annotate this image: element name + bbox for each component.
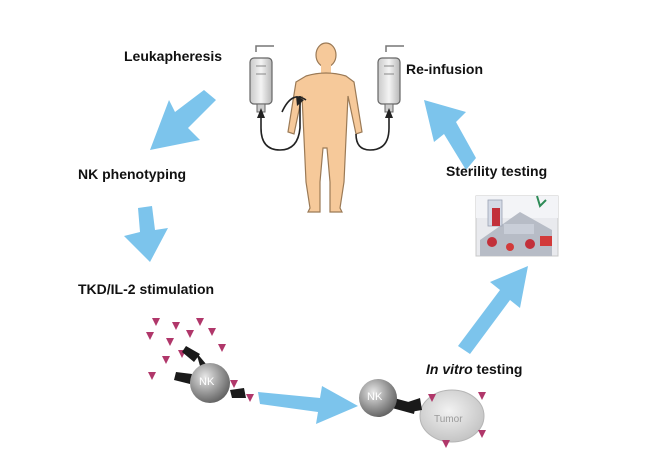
patient-neck [321, 64, 331, 73]
leukapheresis-tubing [260, 96, 301, 151]
label-nk-cell-1: NK [199, 376, 215, 388]
leukapheresis-bag [249, 45, 274, 113]
arrow-to-in-vitro-testing [258, 386, 358, 424]
label-in-vitro-testing: In vitro testing [426, 361, 522, 377]
nk-cell-2 [359, 379, 397, 417]
label-in-vitro-rest: testing [472, 361, 523, 377]
sterility-testing-photo [475, 195, 559, 257]
nk-cell-1 [190, 363, 230, 403]
tkd-triangles [146, 318, 254, 402]
arrow-to-nk-phenotyping [150, 90, 216, 150]
patient-figure [287, 42, 363, 213]
left-cycle-arrowhead [257, 108, 265, 118]
reinfusion-bag [377, 45, 404, 113]
label-in-vitro-italic: In vitro [426, 361, 473, 377]
label-reinfusion: Re-infusion [406, 61, 483, 77]
left-cycle-arrow-curve [281, 96, 307, 113]
tumor-triangles [428, 392, 486, 448]
patient-head [315, 42, 337, 68]
nk-cell-1-receptors [174, 346, 246, 398]
label-nk-cell-2: NK [367, 391, 383, 403]
label-tkd-il2-stimulation: TKD/IL-2 stimulation [78, 281, 215, 297]
patient-body [287, 72, 363, 213]
left-cycle-arrowhead-2 [296, 96, 304, 106]
reinfusion-tubing [355, 112, 390, 151]
arrow-to-reinfusion [424, 100, 476, 170]
arrow-to-tkd-stimulation [124, 206, 168, 262]
label-leukapheresis: Leukapheresis [124, 48, 223, 64]
arrow-to-sterility-testing [458, 266, 528, 354]
label-sterility-testing: Sterility testing [446, 163, 548, 179]
nk-cell-2-receptors [392, 398, 422, 414]
tumor-cell [419, 389, 485, 443]
reinfusion-arrowhead [385, 108, 393, 118]
label-nk-phenotyping: NK phenotyping [78, 166, 187, 182]
label-tumor: Tumor [434, 414, 463, 425]
